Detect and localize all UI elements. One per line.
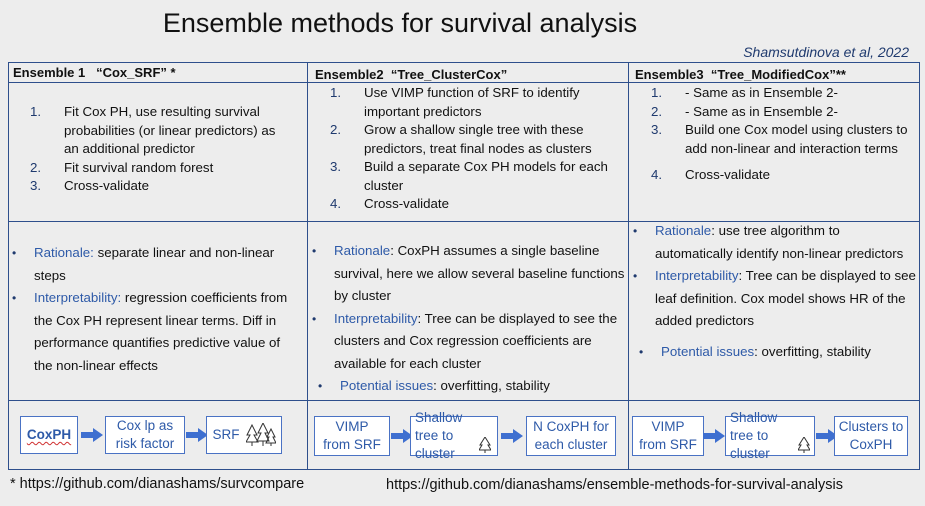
table-top-border xyxy=(8,62,920,63)
table-header-divider xyxy=(8,82,920,83)
step-item: 2.Grow a shallow single tree with these … xyxy=(330,122,592,156)
table-column-divider-1 xyxy=(307,62,308,470)
flow-arrow-icon xyxy=(391,429,413,443)
table-row-divider-2 xyxy=(8,400,920,401)
tree-icon xyxy=(479,437,491,453)
ensemble3-steps: 1.- Same as in Ensemble 2- 2.- Same as i… xyxy=(651,84,917,185)
tree-icon xyxy=(798,437,810,453)
note-item: •Potential issues: overfitting, stabilit… xyxy=(639,343,871,359)
flow-box-vimp: VIMP from SRF xyxy=(632,416,704,456)
ensemble3-header: Ensemble3 “Tree_ModifiedCox”** xyxy=(635,67,846,82)
forest-icon xyxy=(245,423,276,446)
table-column-divider-2 xyxy=(628,62,629,470)
step-item: 3.Cross-validate xyxy=(30,178,149,193)
flow-arrow-icon xyxy=(501,429,523,443)
step-item: 1.Use VIMP function of SRF to identify i… xyxy=(330,85,580,119)
note-item: •Interpretability: Tree can be displayed… xyxy=(312,310,618,371)
flow-arrow-icon xyxy=(816,429,838,443)
table-row-divider-1 xyxy=(8,221,920,222)
note-item: •Rationale: separate linear and non-line… xyxy=(12,245,275,283)
step-item: 1.- Same as in Ensemble 2- xyxy=(651,85,838,100)
footer-link-ensemble-methods[interactable]: https://github.com/dianashams/ensemble-m… xyxy=(386,477,843,493)
step-item: 1.Fit Cox PH, use resulting survival pro… xyxy=(30,104,276,156)
flow-box-srf: SRF xyxy=(206,416,282,454)
ensemble2-header: Ensemble2 “Tree_ClusterCox” xyxy=(315,67,508,82)
ensemble2-notes: •Rationale: CoxPH assumes a single basel… xyxy=(310,240,626,398)
note-item: •Rationale: CoxPH assumes a single basel… xyxy=(312,243,625,303)
flow-arrow-icon xyxy=(81,428,103,442)
note-item: •Potential issues: overfitting, stabilit… xyxy=(318,378,550,393)
table-bottom-border xyxy=(8,469,920,470)
step-item: 3.Build one Cox model using clusters to … xyxy=(651,122,908,156)
flow-box-coxph: CoxPH xyxy=(20,416,78,454)
flow-box-shallow-tree: Shallow tree to cluster xyxy=(725,410,815,461)
author-citation: Shamsutdinova et al, 2022 xyxy=(743,44,909,60)
step-item: 2.- Same as in Ensemble 2- xyxy=(651,103,838,119)
step-item: 4.Cross-validate xyxy=(330,196,449,211)
table-right-border xyxy=(919,62,920,470)
flow-box-clusters: Clusters to CoxPH xyxy=(834,416,908,456)
step-item: 2.Fit survival random forest xyxy=(30,159,214,175)
footer-link-survcompare[interactable]: * https://github.com/dianashams/survcomp… xyxy=(10,476,305,492)
flow-box-vimp: VIMP from SRF xyxy=(314,416,390,456)
ensemble2-steps: 1.Use VIMP function of SRF to identify i… xyxy=(330,84,620,214)
table-left-border xyxy=(8,62,9,470)
flow-box-n-coxph: N CoxPH for each cluster xyxy=(526,416,616,456)
flow-arrow-icon xyxy=(186,428,208,442)
note-item: •Rationale: use tree algorithm to automa… xyxy=(633,223,904,261)
ensemble3-notes: •Rationale: use tree algorithm to automa… xyxy=(631,220,919,363)
flow-arrow-icon xyxy=(703,429,725,443)
flow-box-shallow-tree: Shallow tree to cluster xyxy=(410,410,498,461)
note-item: •Interpretability: regression coefficien… xyxy=(12,290,288,373)
ensemble1-notes: •Rationale: separate linear and non-line… xyxy=(10,242,302,377)
step-item: 3.Build a separate Cox PH models for eac… xyxy=(330,159,608,193)
note-item: •Interpretability: Tree can be displayed… xyxy=(633,268,916,328)
ensemble1-header: Ensemble 1 “Cox_SRF” * xyxy=(13,65,176,80)
ensemble1-steps: 1.Fit Cox PH, use resulting survival pro… xyxy=(30,103,290,196)
step-item: 4.Cross-validate xyxy=(651,167,770,182)
page-title: Ensemble methods for survival analysis xyxy=(162,8,638,38)
flow-box-cox-lp: Cox lp as risk factor xyxy=(105,416,185,454)
